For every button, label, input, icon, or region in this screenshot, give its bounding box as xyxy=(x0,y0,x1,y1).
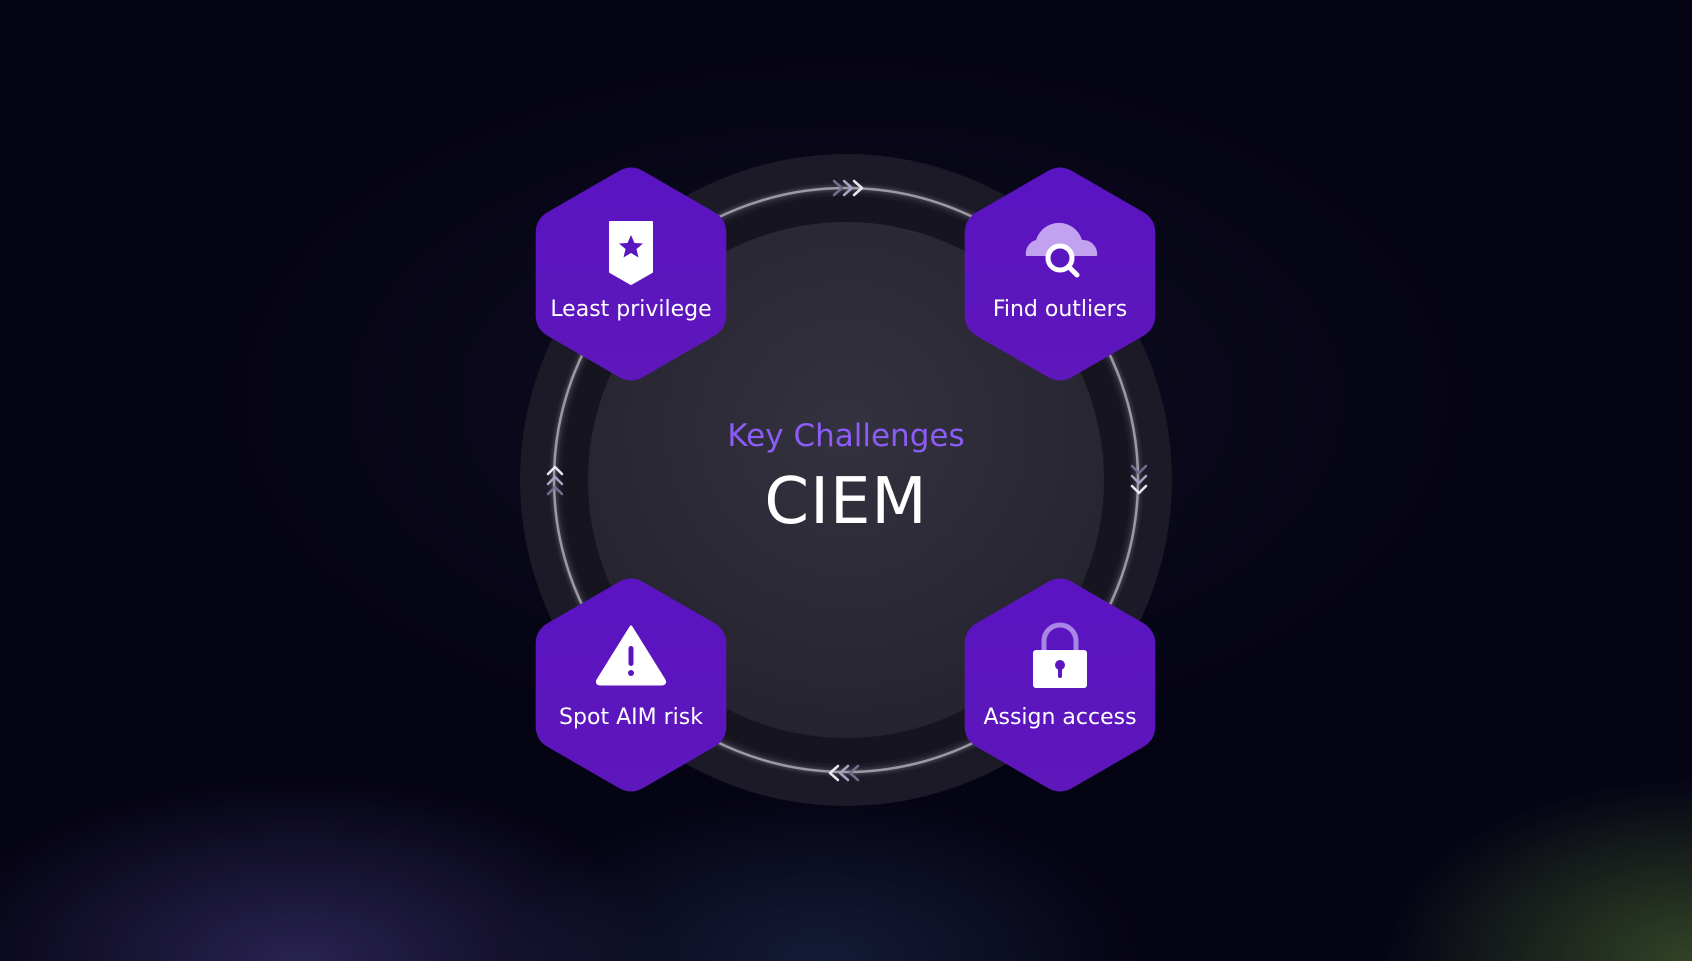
shield-star-icon xyxy=(609,221,653,285)
cloud-search-icon xyxy=(1025,222,1098,278)
node-label-find-outliers: Find outliers xyxy=(992,297,1128,322)
node-label-least-privilege: Least privilege xyxy=(550,297,712,322)
chevron-down-right-icon xyxy=(1130,464,1148,495)
center-title: CIEM xyxy=(764,465,928,539)
hexagon-find-outliers xyxy=(964,167,1156,381)
node-label-assign-access: Assign access xyxy=(983,705,1137,730)
chevron-right-top-icon xyxy=(832,179,864,197)
chevron-up-left-icon xyxy=(546,465,564,496)
node-label-spot-aim-risk: Spot AIM risk xyxy=(559,705,703,730)
padlock-icon xyxy=(1033,622,1087,688)
center-subtitle: Key Challenges xyxy=(727,418,965,454)
warning-triangle-icon xyxy=(595,625,667,686)
center-disc xyxy=(588,222,1104,738)
chevron-left-bottom-icon xyxy=(828,764,860,782)
